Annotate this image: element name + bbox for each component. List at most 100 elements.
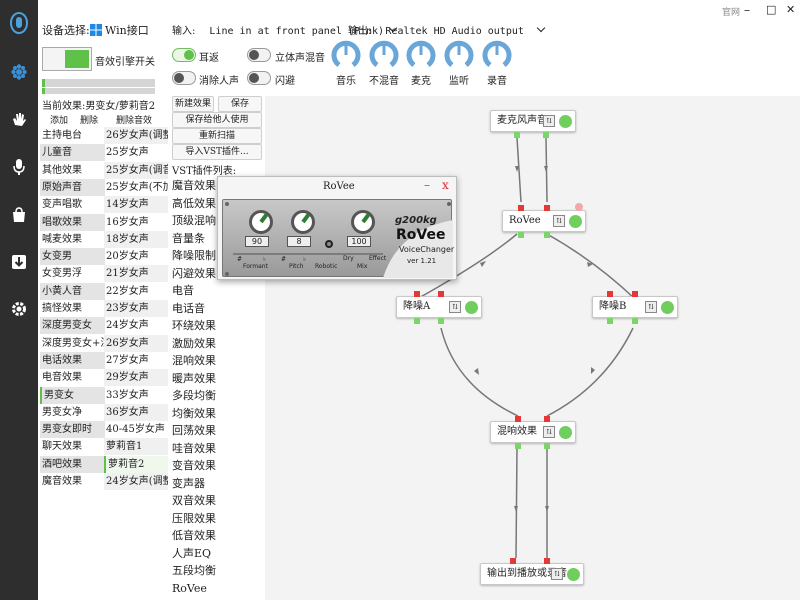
node-output[interactable]: 输出到播放或录音⇅ bbox=[480, 563, 584, 585]
node-mic[interactable]: 麦克风声音⇅ bbox=[490, 110, 576, 132]
vst-plugin-item[interactable]: 高低效果 bbox=[172, 196, 216, 210]
shop-bag-icon[interactable] bbox=[0, 200, 38, 230]
volume-knob[interactable]: 麦克 bbox=[406, 40, 436, 87]
plugin-close-button[interactable]: x bbox=[442, 178, 449, 192]
volume-knob[interactable]: 录音 bbox=[482, 40, 512, 87]
node-settings-icon[interactable]: ⇅ bbox=[645, 301, 657, 313]
effect-preset-item[interactable]: 24岁女声(调整后) bbox=[104, 473, 168, 490]
effect-category-item[interactable]: 女变男 bbox=[40, 248, 105, 266]
minimize-button[interactable]: – bbox=[744, 3, 750, 17]
input-port[interactable] bbox=[607, 291, 613, 297]
effect-category-item[interactable]: 聊天效果 bbox=[42, 441, 82, 453]
vst-plugin-item[interactable]: 顶级混响 bbox=[172, 214, 216, 227]
vst-plugin-item[interactable]: 音量条 bbox=[172, 231, 205, 245]
save-button[interactable]: 保存 bbox=[218, 96, 262, 112]
effect-category-item[interactable]: 儿童音 bbox=[40, 144, 105, 162]
effect-category-item[interactable]: 深度男变女 bbox=[40, 317, 105, 335]
volume-knob[interactable]: 不混音 bbox=[369, 40, 399, 87]
node-reverb[interactable]: 混响效果⇅ bbox=[490, 421, 576, 443]
volume-knob[interactable]: 音乐 bbox=[331, 40, 361, 87]
sidechain-port[interactable] bbox=[575, 203, 583, 211]
vst-plugin-item[interactable]: 双音效果 bbox=[172, 494, 216, 507]
effect-category-item[interactable]: 搞怪效果 bbox=[42, 303, 82, 314]
effect-category-item[interactable]: 电话效果 bbox=[40, 351, 105, 369]
input-port[interactable] bbox=[518, 205, 524, 211]
effect-category-item[interactable]: 唱歌效果 bbox=[40, 213, 105, 231]
vst-plugin-item[interactable]: 暖声效果 bbox=[172, 371, 216, 385]
rescan-button[interactable]: 重新扫描 bbox=[172, 128, 262, 144]
effect-preset-item[interactable]: 16岁女声 bbox=[106, 216, 149, 228]
effect-preset-item[interactable]: 萝莉音2 bbox=[104, 455, 168, 473]
new-effect-button[interactable]: 新建效果 bbox=[172, 96, 214, 112]
microphone-icon[interactable] bbox=[0, 152, 38, 182]
output-port[interactable] bbox=[515, 443, 521, 449]
close-button[interactable]: ✕ bbox=[786, 3, 796, 16]
vst-plugin-item[interactable]: 五段均衡 bbox=[172, 564, 216, 577]
effect-category-item[interactable]: 酒吧效果 bbox=[40, 455, 105, 473]
device-select[interactable]: Win接口 bbox=[90, 22, 149, 38]
effect-graph-canvas[interactable]: 麦克风声音⇅RoVee⇅降噪A⇅降噪B⇅混响效果⇅输出到播放或录音⇅ bbox=[265, 96, 800, 600]
effect-category-item[interactable]: 变声唱歌 bbox=[42, 199, 82, 211]
vst-plugin-item[interactable]: 混响效果 bbox=[172, 354, 216, 367]
input-port[interactable] bbox=[515, 416, 521, 422]
output-port[interactable] bbox=[544, 232, 550, 238]
node-noiseA[interactable]: 降噪A⇅ bbox=[396, 296, 482, 318]
effect-preset-item[interactable]: 22岁女声 bbox=[106, 285, 149, 297]
vst-plugin-item[interactable]: 哇音效果 bbox=[172, 441, 216, 455]
effect-category-item[interactable]: 男变女 bbox=[40, 386, 105, 404]
effect-category-item[interactable]: 深度男变女+混响 bbox=[42, 337, 105, 349]
vst-plugin-item[interactable]: 电音 bbox=[172, 284, 194, 297]
dry-mix-value[interactable]: 100 bbox=[347, 236, 371, 247]
node-settings-icon[interactable]: ⇅ bbox=[543, 115, 555, 127]
input-port[interactable] bbox=[632, 291, 638, 297]
node-settings-icon[interactable]: ⇅ bbox=[449, 301, 461, 313]
effect-preset-item[interactable]: 萝莉音1 bbox=[104, 438, 168, 456]
add-button[interactable]: 添加 bbox=[50, 116, 69, 126]
import-vst-button[interactable]: 导入VST插件... bbox=[172, 144, 262, 160]
effect-preset-item[interactable]: 36岁女声 bbox=[104, 403, 168, 421]
output-port[interactable] bbox=[544, 443, 550, 449]
effect-category-item[interactable]: 主持电台 bbox=[42, 130, 82, 141]
output-port[interactable] bbox=[607, 318, 613, 324]
plugin-minimize-button[interactable]: – bbox=[424, 178, 430, 192]
effect-category-item[interactable]: 喊麦效果 bbox=[42, 233, 82, 245]
effect-preset-item[interactable]: 20岁女声 bbox=[106, 251, 149, 263]
effect-category-item[interactable]: 电音效果 bbox=[42, 372, 82, 384]
delete-effect-button[interactable]: 删除音效 bbox=[116, 116, 153, 126]
effect-preset-item[interactable]: 40-45岁女声 bbox=[106, 424, 165, 436]
vst-plugin-item[interactable]: 均衡效果 bbox=[172, 406, 216, 420]
output-port[interactable] bbox=[514, 132, 520, 138]
effect-category-item[interactable]: 女变男浮 bbox=[42, 268, 82, 280]
hand-wave-icon[interactable] bbox=[0, 104, 38, 134]
node-enable-toggle[interactable] bbox=[661, 301, 674, 314]
output-select[interactable]: 输出: Realtek HD Audio output bbox=[348, 22, 546, 37]
output-port[interactable] bbox=[632, 318, 638, 324]
vst-plugin-item[interactable]: 压限效果 bbox=[172, 511, 216, 525]
effect-preset-item[interactable]: 21岁女声 bbox=[104, 265, 168, 283]
vst-plugin-item[interactable]: 魔音效果 bbox=[172, 179, 216, 192]
rovee-plugin-window[interactable]: RoVee – x 90 8 100 # ♭ # ♭ Formant Pitch… bbox=[217, 176, 457, 280]
formant-value[interactable]: 90 bbox=[245, 236, 269, 247]
effect-preset-item[interactable]: 25岁女声(调音后) bbox=[104, 161, 168, 179]
effect-preset-item[interactable]: 26岁女声 bbox=[104, 334, 168, 352]
input-port[interactable] bbox=[510, 558, 516, 564]
effect-category-item[interactable]: 男变女净 bbox=[42, 406, 82, 418]
input-port[interactable] bbox=[544, 416, 550, 422]
maximize-button[interactable]: □ bbox=[766, 3, 777, 16]
effect-preset-item[interactable]: 25岁女声 bbox=[106, 147, 149, 159]
node-settings-icon[interactable]: ⇅ bbox=[543, 426, 555, 438]
node-settings-icon[interactable]: ⇅ bbox=[551, 568, 563, 580]
node-enable-toggle[interactable] bbox=[465, 301, 478, 314]
node-enable-toggle[interactable] bbox=[559, 426, 572, 439]
input-port[interactable] bbox=[438, 291, 444, 297]
vst-plugin-item[interactable]: 降噪限制 bbox=[172, 249, 216, 262]
plugin-titlebar[interactable]: RoVee – x bbox=[218, 177, 456, 197]
effect-preset-item[interactable]: 14岁女声 bbox=[104, 196, 168, 214]
effect-preset-item[interactable]: 27岁女声 bbox=[106, 354, 149, 366]
toggle-ducking[interactable] bbox=[247, 71, 271, 85]
engine-switch[interactable] bbox=[42, 47, 92, 71]
effect-preset-item[interactable]: 33岁女声 bbox=[106, 389, 149, 401]
vst-plugin-item[interactable]: 环绕效果 bbox=[172, 319, 216, 332]
vst-plugin-item[interactable]: 回荡效果 bbox=[172, 424, 216, 437]
node-enable-toggle[interactable] bbox=[559, 115, 572, 128]
